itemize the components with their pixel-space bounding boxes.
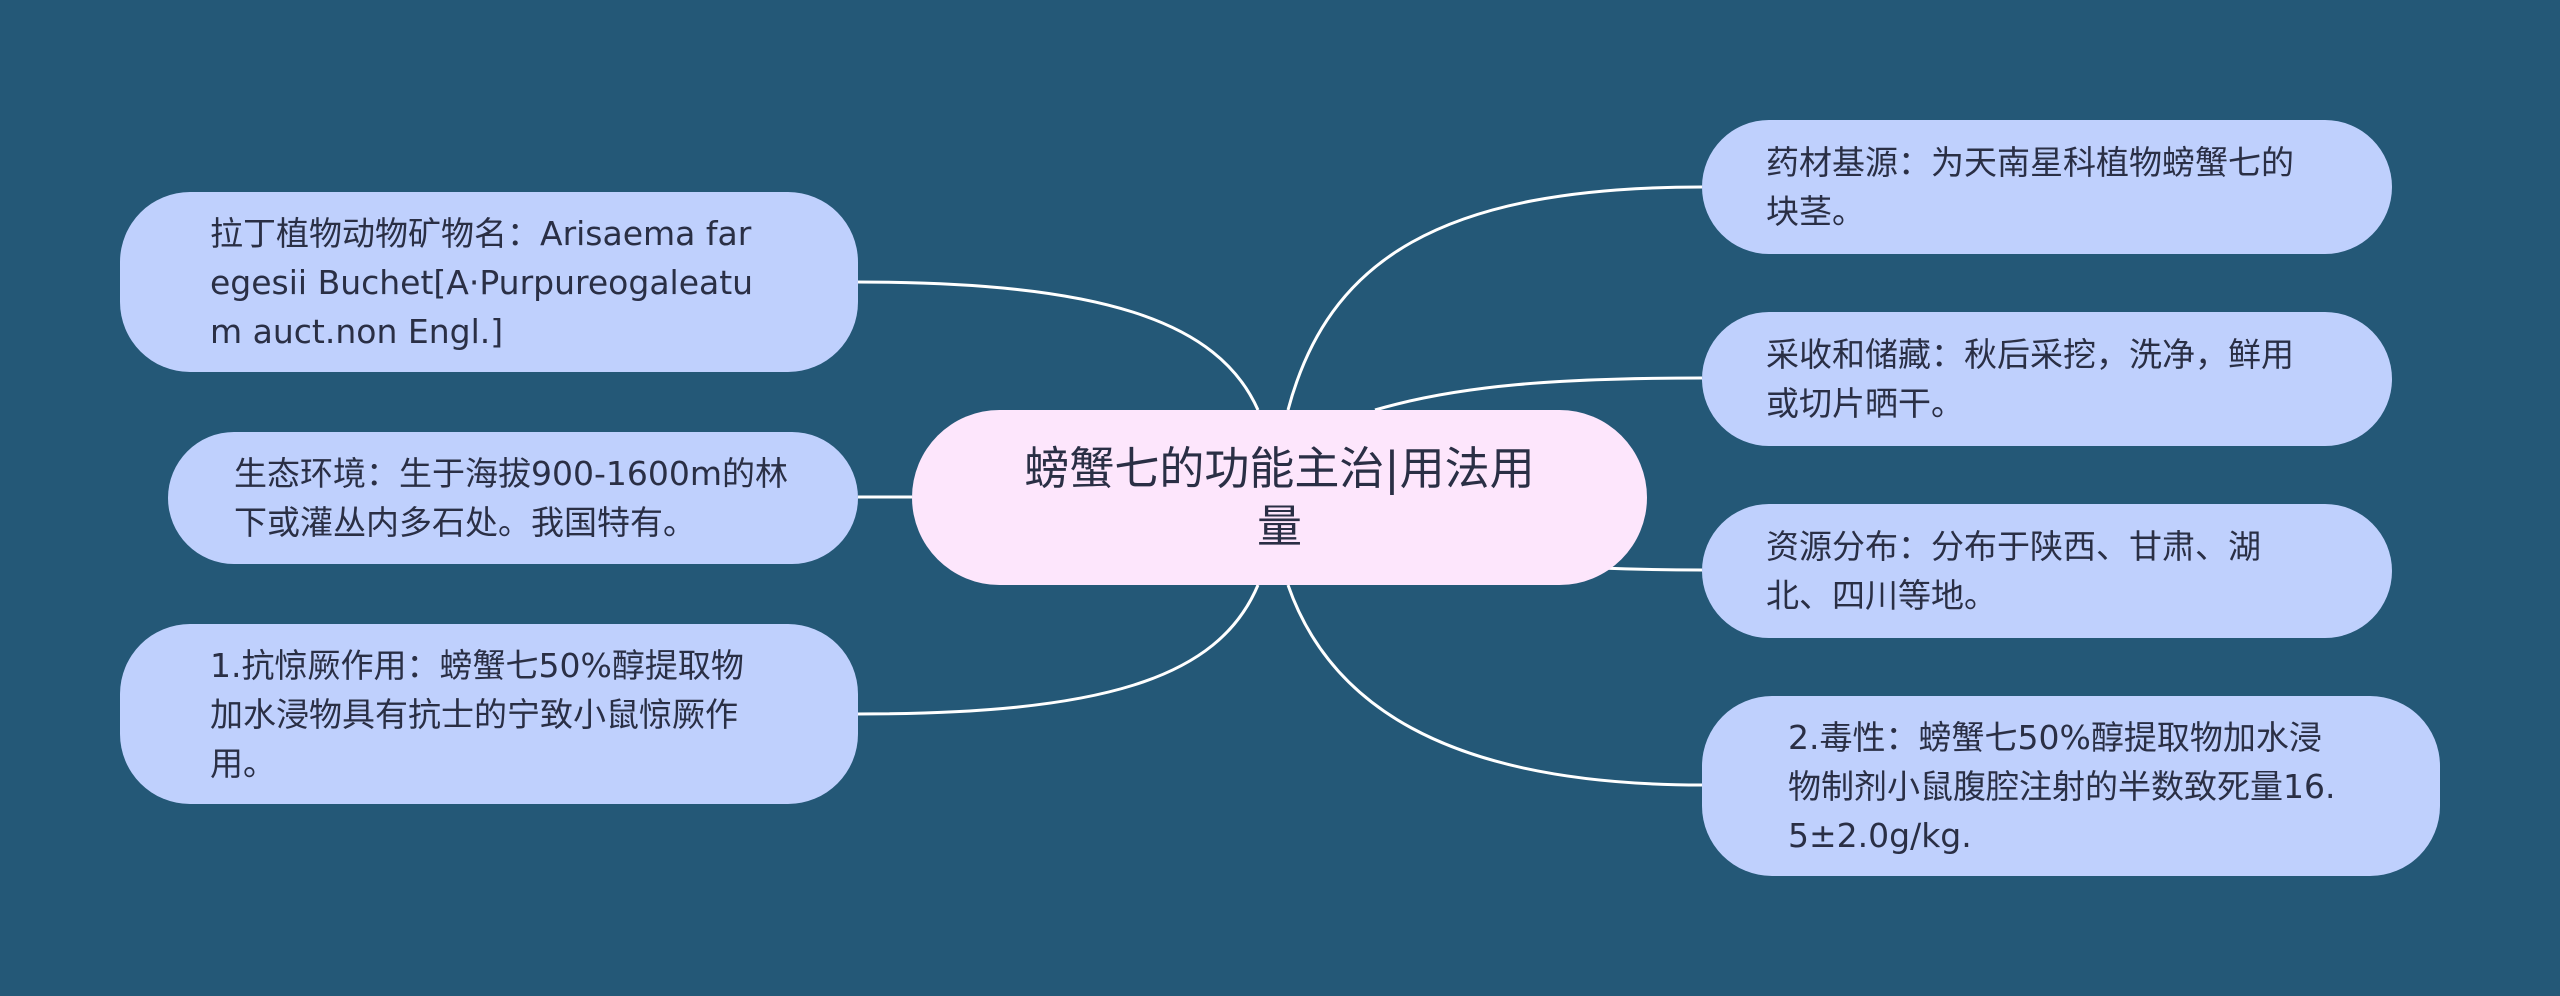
left-branch-label-1: 拉丁植物动物矿物名：Arisaema faregesii Buchet[A·Pu…	[210, 213, 754, 351]
right-branch-node-2[interactable]: 采收和储藏：秋后采挖，洗净，鲜用或切片晒干。	[1702, 312, 2392, 446]
right-branch-label-3: 资源分布：分布于陕西、甘肃、湖北、四川等地。	[1766, 527, 2261, 615]
connector-right-4	[1286, 584, 1703, 787]
left-branch-label-3: 1.抗惊厥作用：螃蟹七50%醇提取物加水浸物具有抗士的宁致小鼠惊厥作用。	[210, 645, 744, 783]
right-branch-label-1: 药材基源：为天南星科植物螃蟹七的块茎。	[1766, 143, 2294, 231]
left-branch-node-1[interactable]: 拉丁植物动物矿物名：Arisaema faregesii Buchet[A·Pu…	[120, 192, 858, 372]
right-branch-node-1[interactable]: 药材基源：为天南星科植物螃蟹七的块茎。	[1702, 120, 2392, 254]
connector-left-3	[855, 584, 1260, 716]
left-branch-node-2[interactable]: 生态环境：生于海拔900-1600m的林下或灌丛内多石处。我国特有。	[168, 432, 858, 564]
right-branch-label-4: 2.毒性：螃蟹七50%醇提取物加水浸物制剂小鼠腹腔注射的半数致死量16.5±2.…	[1788, 717, 2336, 855]
central-topic-node[interactable]: 螃蟹七的功能主治|用法用量	[912, 410, 1647, 585]
right-branch-node-3[interactable]: 资源分布：分布于陕西、甘肃、湖北、四川等地。	[1702, 504, 2392, 638]
connector-left-1	[855, 280, 1260, 411]
right-branch-label-2: 采收和储藏：秋后采挖，洗净，鲜用或切片晒干。	[1766, 335, 2294, 423]
left-branch-node-3[interactable]: 1.抗惊厥作用：螃蟹七50%醇提取物加水浸物具有抗士的宁致小鼠惊厥作用。	[120, 624, 858, 804]
connector-right-3	[1599, 566, 1703, 572]
left-branch-label-2: 生态环境：生于海拔900-1600m的林下或灌丛内多石处。我国特有。	[234, 454, 789, 542]
connector-right-1	[1286, 185, 1703, 411]
central-topic-label: 螃蟹七的功能主治|用法用量	[1024, 441, 1535, 553]
right-branch-node-4[interactable]: 2.毒性：螃蟹七50%醇提取物加水浸物制剂小鼠腹腔注射的半数致死量16.5±2.…	[1702, 696, 2440, 876]
connector-right-2	[1374, 376, 1703, 412]
